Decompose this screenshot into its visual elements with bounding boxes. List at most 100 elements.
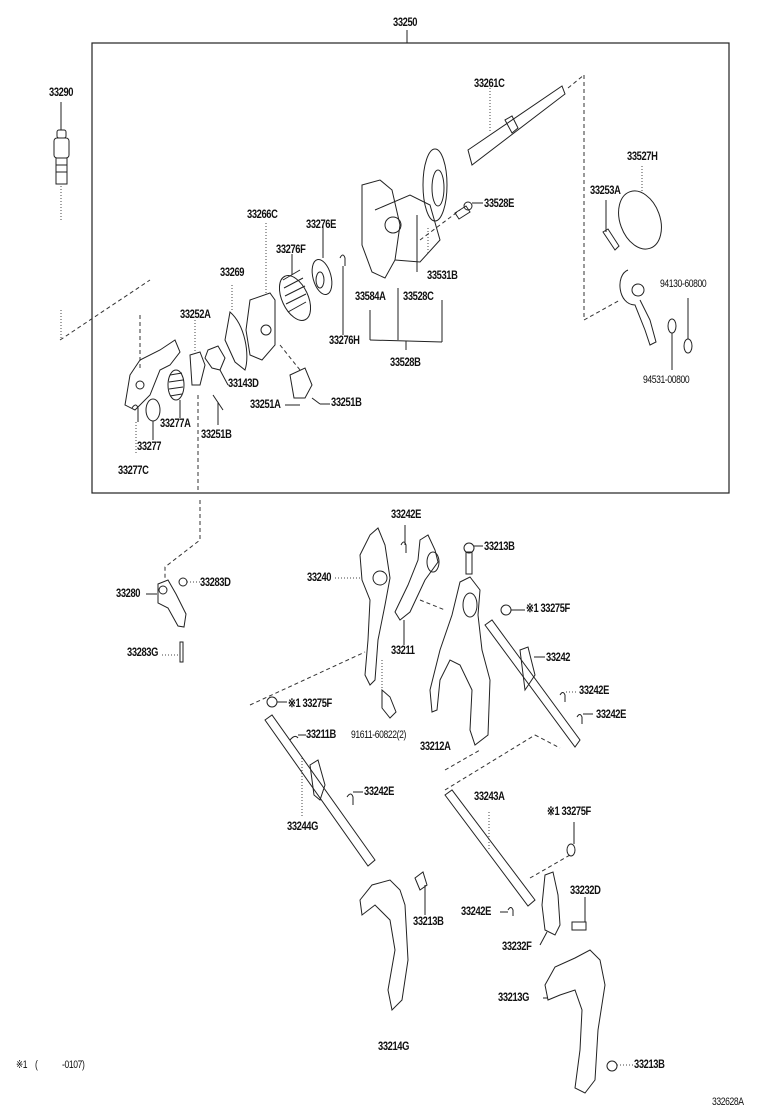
part-33240-lever (335, 527, 391, 686)
footnote-bracket: ( (35, 1059, 38, 1071)
label-33242E-right-1: 33242E (579, 683, 609, 697)
part-33528E-bolt (454, 201, 483, 220)
part-33277-washer (145, 398, 161, 440)
label-33275F-top: ※1 33275F (526, 601, 570, 615)
part-33251B-pin-left (212, 394, 224, 425)
label-33276F: 33276F (276, 242, 306, 256)
part-33261C-shaft (467, 74, 621, 321)
part-33283D-screw (178, 577, 200, 587)
part-33211B-clip (289, 734, 306, 741)
label-33242E-right-2: 33242E (596, 707, 626, 721)
label-33275F-right: ※1 33275F (547, 804, 591, 818)
footnote-marker: ※1 (16, 1059, 28, 1071)
label-33213B-mid: 33213B (413, 914, 444, 928)
part-33143D-lever (204, 345, 229, 386)
dash-to-33280 (164, 500, 201, 578)
part-33275F-nut-left (266, 696, 287, 708)
label-33280: 33280 (116, 586, 141, 600)
label-33276H: 33276H (329, 333, 360, 347)
label-33244G: 33244G (287, 819, 318, 833)
label-33261C: 33261C (474, 76, 505, 90)
label-33275F-left: ※1 33275F (288, 696, 332, 710)
part-33277C-clip (131, 404, 139, 455)
label-33277C: 33277C (118, 463, 149, 477)
label-33232D: 33232D (570, 883, 601, 897)
label-33214G: 33214G (378, 1039, 409, 1053)
label-33211: 33211 (391, 643, 415, 657)
label-33251B-left: 33251B (201, 427, 232, 441)
part-33275F-nut-right (566, 822, 576, 857)
part-33214G-fork (359, 871, 428, 1012)
part-94531-washer (667, 318, 677, 370)
label-33240: 33240 (307, 570, 332, 584)
part-33276H-clip (339, 254, 346, 335)
label-33277: 33277 (137, 439, 162, 453)
part-33213B-top-bolt (463, 542, 483, 575)
label-33242: 33242 (546, 650, 571, 664)
part-33253A-pin (602, 200, 620, 251)
label-33213B-bottom: 33213B (634, 1057, 665, 1071)
part-33243A-shaft (444, 789, 571, 907)
label-33266C: 33266C (247, 207, 278, 221)
label-33213B-top: 33213B (484, 539, 515, 553)
part-33276F-spring (278, 254, 312, 321)
part-33244G-shaft (264, 714, 376, 867)
part-33242E-low-clip (500, 907, 514, 916)
part-33242E-right-clips (559, 691, 593, 724)
label-33232F: 33232F (502, 939, 532, 953)
part-33290-plug (53, 102, 70, 220)
part-33252A-plate (189, 320, 206, 386)
label-33277A: 33277A (160, 416, 191, 430)
label-33242E-low: 33242E (461, 904, 491, 918)
label-33253A: 33253A (590, 183, 621, 197)
label-33211B: 33211B (306, 727, 336, 741)
dash-lower-left (249, 651, 366, 706)
part-33269-gasket (224, 285, 248, 371)
part-33251A-detent (279, 344, 313, 406)
label-33242E-top: 33242E (391, 507, 421, 521)
label-94531-00800: 94531-00800 (643, 374, 690, 386)
part-33232D-bolt (571, 897, 587, 931)
dash-lower-right (444, 734, 536, 791)
part-33275F-nut-top (500, 604, 525, 616)
label-91611-60822: 91611-60822(2) (351, 729, 406, 741)
part-33242-shaft-right (444, 619, 581, 771)
label-33528C: 33528C (403, 289, 434, 303)
part-33584A-housing (361, 148, 461, 279)
part-33276E-cap (311, 225, 333, 296)
footnote-range: -0107) (62, 1059, 85, 1071)
label-33143D: 33143D (228, 376, 259, 390)
label-33276E: 33276E (306, 217, 336, 231)
dash-left-diag (59, 279, 151, 341)
label-33251A: 33251A (250, 397, 281, 411)
part-33242E-mid-clip (346, 791, 363, 805)
label-33213G: 33213G (498, 990, 529, 1004)
part-33242E-top-clip (400, 525, 407, 553)
part-94130-nut (683, 298, 693, 354)
label-33251B-right: 33251B (331, 395, 362, 409)
part-33213G-fork (543, 949, 606, 1094)
part-33211-shaft-lever (394, 534, 446, 645)
part-33232F-lever (539, 871, 561, 946)
label-94130-60800: 94130-60800 (660, 278, 707, 290)
part-91611-bolt (381, 660, 397, 719)
label-33242E-mid: 33242E (364, 784, 394, 798)
figure-code: 332628A (712, 1096, 744, 1108)
part-33283G-pin (162, 641, 184, 663)
label-33252A: 33252A (180, 307, 211, 321)
label-33283D: 33283D (200, 575, 231, 589)
part-33527H-lever (618, 166, 662, 346)
assembly-33250-box (91, 42, 730, 494)
part-33280-lever (146, 579, 187, 628)
part-33212A-fork (429, 576, 491, 746)
label-33243A: 33243A (474, 789, 505, 803)
label-33283G: 33283G (127, 645, 158, 659)
part-33277A-spring (167, 369, 185, 418)
label-33531B: 33531B (427, 268, 458, 282)
label-33527H: 33527H (627, 149, 658, 163)
part-33213B-bottom-bolt (606, 1060, 633, 1072)
part-33266C-plate (245, 223, 276, 361)
label-33212A: 33212A (420, 739, 451, 753)
label-33290: 33290 (49, 85, 74, 99)
part-33251B-pin-right (311, 397, 330, 405)
